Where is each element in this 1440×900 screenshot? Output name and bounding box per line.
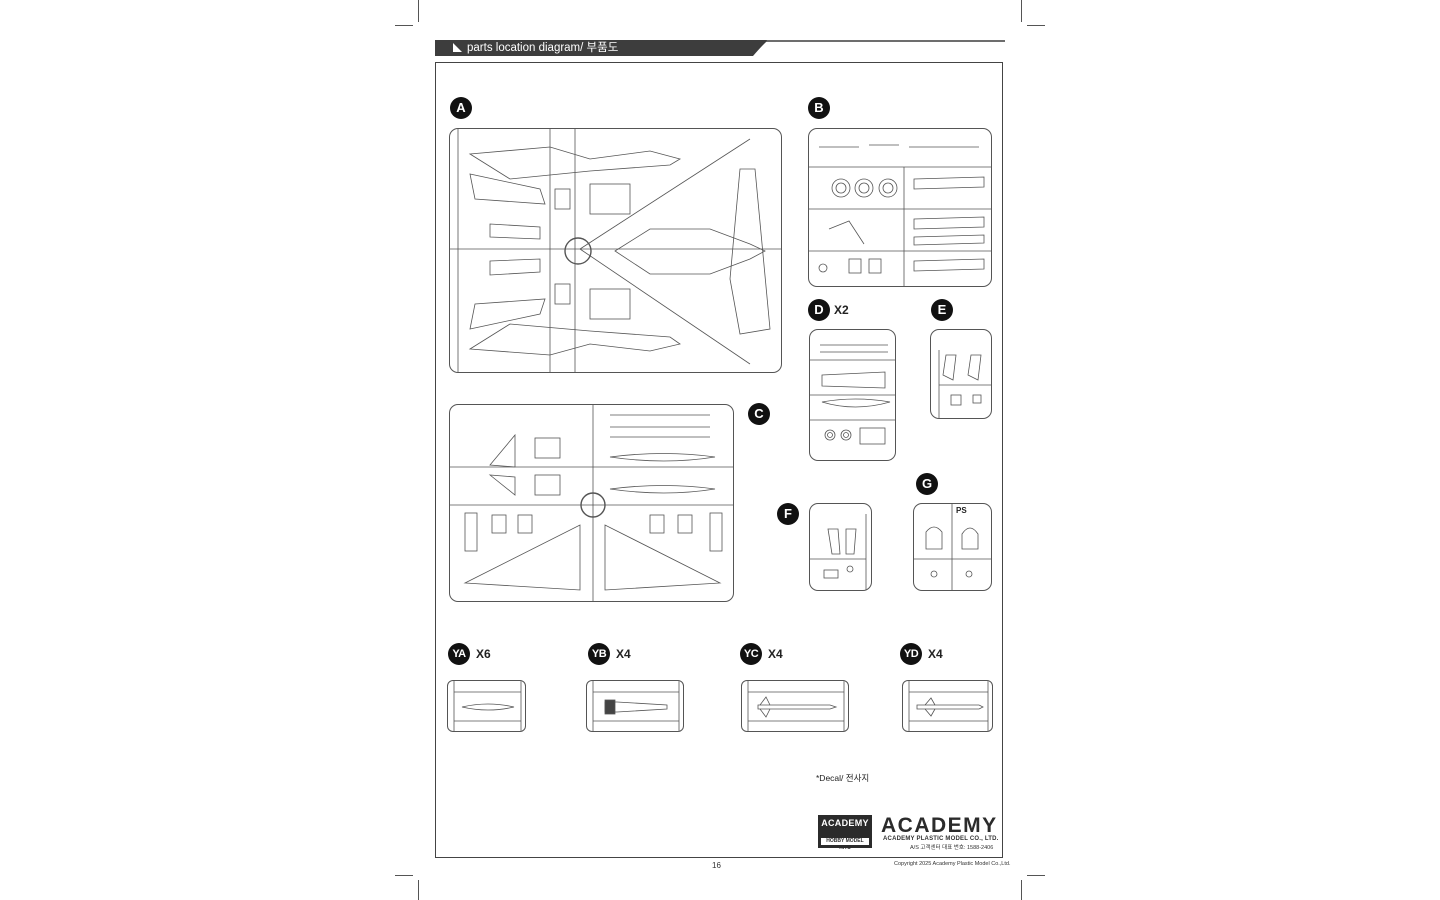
triangle-icon <box>453 43 462 52</box>
sprue-ya-quantity: X6 <box>476 647 491 661</box>
sprue-a <box>449 128 782 373</box>
company-name: ACADEMY PLASTIC MODEL CO., LTD. <box>883 836 999 842</box>
crop-mark <box>1027 875 1045 876</box>
crop-mark <box>418 0 419 22</box>
sprue-yb <box>586 680 684 732</box>
sprue-yd-badge: YD <box>900 643 922 665</box>
sprue-c <box>449 404 734 602</box>
sprue-yb-quantity: X4 <box>616 647 631 661</box>
sprue-c-badge: C <box>748 403 770 425</box>
sprue-yb-badge: YB <box>588 643 610 665</box>
sprue-a-drawing <box>450 129 781 372</box>
sprue-yc-quantity: X4 <box>768 647 783 661</box>
copyright: Copyright 2025 Academy Plastic Model Co.… <box>894 861 1011 867</box>
sprue-yd-quantity: X4 <box>928 647 943 661</box>
sprue-a-badge: A <box>450 97 472 119</box>
diagram-frame <box>435 62 1003 858</box>
sprue-yb-drawing <box>592 681 680 731</box>
sprue-yd <box>902 680 993 732</box>
crop-mark <box>1027 25 1045 26</box>
header-rule <box>752 40 1005 56</box>
crop-mark <box>418 880 419 900</box>
sprue-yc <box>741 680 849 732</box>
academy-wordmark: ACADEMY <box>881 814 998 837</box>
sprue-f-drawing <box>810 514 867 590</box>
sprue-yc-badge: YC <box>740 643 762 665</box>
sprue-c-drawing <box>450 405 733 601</box>
sprue-b-drawing <box>809 144 991 286</box>
sprue-e <box>930 329 992 419</box>
sprue-e-drawing <box>938 350 991 418</box>
sprue-d <box>809 329 896 461</box>
sprue-yd-drawing <box>908 681 989 731</box>
academy-box-logo: ACADEMY HOBBY MODEL KITS <box>818 815 872 851</box>
sprue-b-badge: B <box>808 97 830 119</box>
crop-mark <box>395 875 413 876</box>
logo-box-line2: HOBBY MODEL KITS <box>821 838 869 851</box>
sprue-d-drawing <box>810 344 895 445</box>
page-number: 16 <box>712 861 721 870</box>
sprue-g-drawing <box>914 504 991 590</box>
sprue-d-badge: D <box>808 299 830 321</box>
sprue-f <box>809 503 872 591</box>
sprue-b <box>808 128 992 287</box>
decal-note: *Decal/ 전사지 <box>816 773 870 783</box>
logo-box-line1: ACADEMY <box>821 818 869 828</box>
crop-mark <box>1021 0 1022 22</box>
sprue-ya-badge: YA <box>448 643 470 665</box>
sprue-e-badge: E <box>931 299 953 321</box>
sprue-yc-drawing <box>747 681 845 731</box>
sprue-f-badge: F <box>777 503 799 525</box>
crop-mark <box>395 25 413 26</box>
sprue-d-quantity: X2 <box>834 303 849 317</box>
sprue-ya <box>447 680 526 732</box>
page-title: parts location diagram/ 부품도 <box>467 42 619 54</box>
crop-mark <box>1021 880 1022 900</box>
sprue-g: PS <box>913 503 992 591</box>
sprue-ya-drawing <box>453 681 522 731</box>
sprue-g-badge: G <box>916 473 938 495</box>
service-number: A/S 고객센터 대표 번호: 1588-2406 <box>910 845 994 851</box>
sprue-g-ps-label: PS <box>956 506 967 515</box>
